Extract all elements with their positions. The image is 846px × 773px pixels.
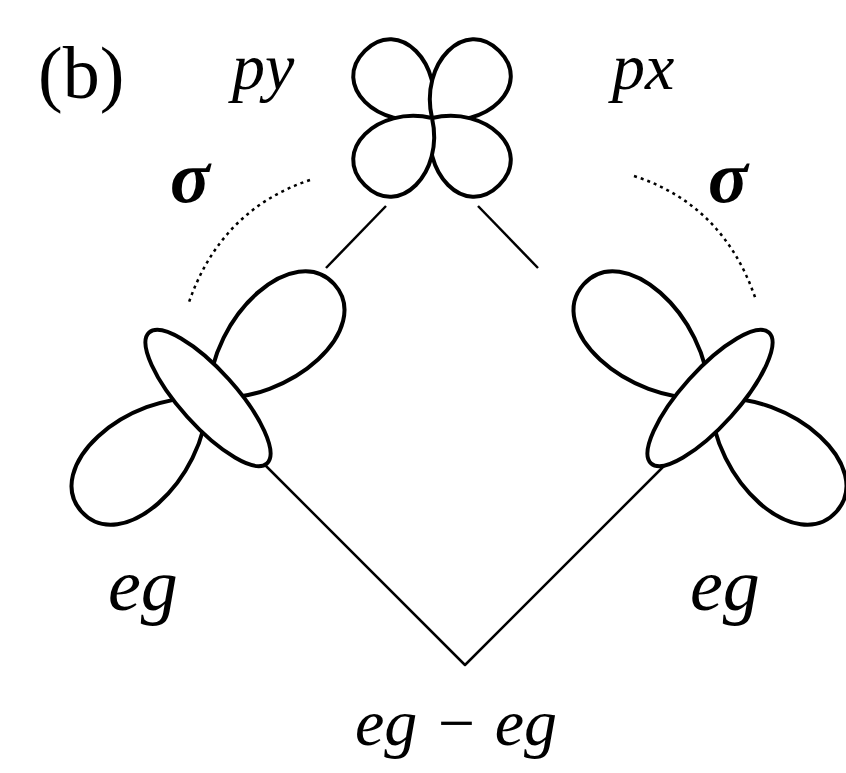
- orbital-label: py: [232, 34, 294, 100]
- interaction-label: eg − eg: [355, 690, 557, 756]
- eg-orbital: [23, 219, 393, 577]
- bond-type-label: σ: [170, 140, 210, 214]
- orbital-label: eg: [690, 548, 760, 622]
- orbital-label: px: [612, 34, 674, 100]
- panel-label: (b): [38, 36, 124, 110]
- orbital-label: eg: [108, 548, 178, 622]
- bond-type-label: σ: [708, 140, 748, 214]
- p-orbital: [339, 25, 524, 210]
- sigma-arc: [188, 176, 756, 305]
- eg-orbital: [525, 219, 846, 577]
